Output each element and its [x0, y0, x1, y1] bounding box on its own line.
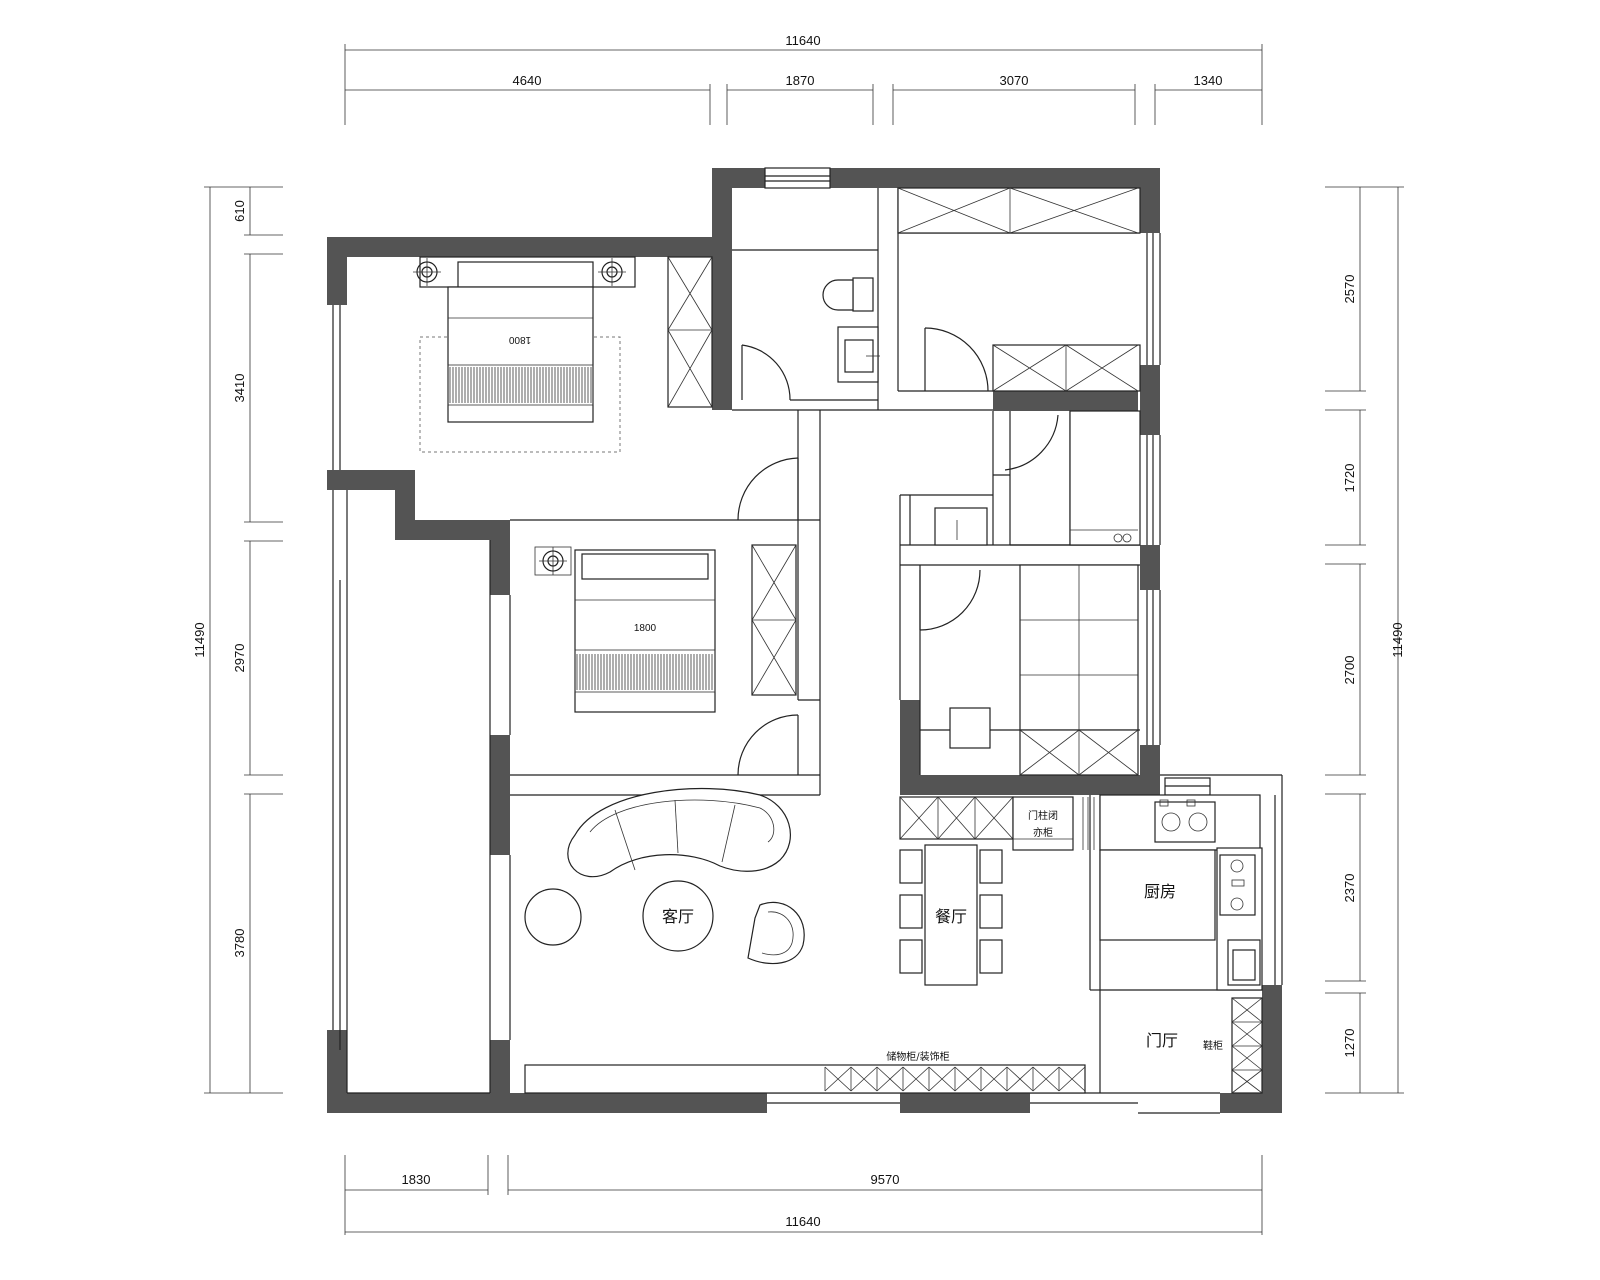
- dim-right-2: 1720: [1342, 464, 1357, 493]
- dim-left-total: 11490: [192, 622, 207, 657]
- doors: [737, 327, 1059, 776]
- dim-top-total: 11640: [785, 33, 820, 48]
- kitchen-fixtures: [1099, 794, 1263, 991]
- room-label-living: 客厅: [662, 907, 694, 926]
- second-wardrobe: [751, 544, 797, 696]
- cabinet-label-bottom: 亦柜: [1033, 826, 1053, 839]
- storage-wall-cabinet: [824, 1066, 1086, 1092]
- coffee-table: [642, 880, 714, 952]
- dim-top-3: 3070: [1000, 73, 1029, 88]
- second-bed-stripes: [576, 654, 713, 690]
- dim-right-1: 2570: [1342, 275, 1357, 304]
- second-bed-size: 1800: [634, 623, 657, 634]
- room-label-kitchen: 厨房: [1144, 882, 1176, 901]
- room-label-entry: 门厅: [1146, 1031, 1178, 1050]
- dim-left-3: 2970: [232, 644, 247, 673]
- dim-right-total: 11490: [1390, 622, 1405, 657]
- dim-bottom-1: 1830: [402, 1172, 431, 1187]
- master-bed-size: 1800: [508, 334, 531, 345]
- side-table: [524, 888, 582, 946]
- cabinet-label-top: 门柱闭: [1028, 809, 1058, 822]
- dim-top-4: 1340: [1194, 73, 1223, 88]
- shoe-cabinet-label: 鞋柜: [1203, 1039, 1223, 1052]
- dim-bottom-2: 9570: [871, 1172, 900, 1187]
- walls: [327, 168, 1282, 1113]
- study-furniture: [949, 564, 1139, 776]
- outline: [332, 167, 1283, 1114]
- room-label-dining: 餐厅: [935, 907, 967, 926]
- master-wardrobe: [667, 256, 713, 408]
- dim-left-2: 3410: [232, 374, 247, 403]
- dim-top-2: 1870: [786, 73, 815, 88]
- master-bed: [413, 256, 636, 453]
- toilet: [822, 277, 874, 312]
- dining-cabinets: [899, 796, 1095, 851]
- dim-right-4: 2370: [1342, 874, 1357, 903]
- master-bed-stripes: [449, 367, 592, 403]
- dimension-lines: [204, 44, 1404, 1235]
- shower: [1069, 410, 1141, 546]
- dim-left-1: 610: [232, 200, 247, 222]
- top-right-wardrobe: [897, 187, 1141, 392]
- bathroom-sink-2: [934, 507, 988, 546]
- storage-wall-label: 储物柜/装饰柜: [886, 1050, 949, 1063]
- dim-bottom-total: 11640: [785, 1214, 820, 1229]
- dim-left-4: 3780: [232, 929, 247, 958]
- sofa: [567, 787, 791, 878]
- dim-right-3: 2700: [1342, 656, 1357, 685]
- dim-top-1: 4640: [513, 73, 542, 88]
- armchair: [747, 901, 805, 965]
- dim-right-5: 1270: [1342, 1029, 1357, 1058]
- second-bed: [534, 546, 716, 713]
- shoe-cabinet: [1231, 997, 1263, 1094]
- dining-table: [899, 844, 1003, 986]
- bathroom-sink-1: [837, 326, 880, 383]
